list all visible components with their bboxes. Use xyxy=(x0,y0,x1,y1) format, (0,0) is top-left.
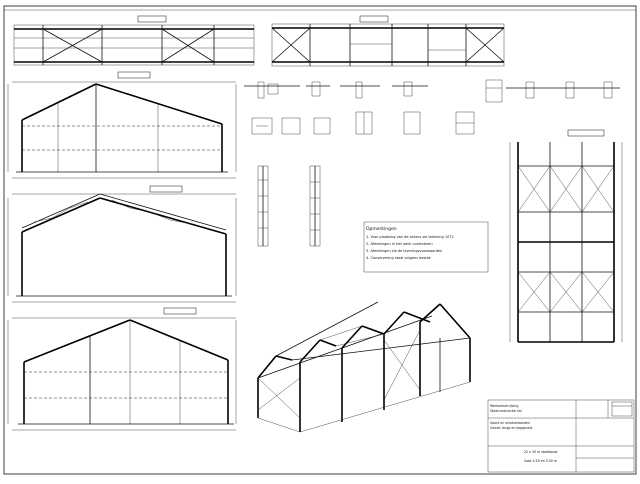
gable-frame-lower xyxy=(7,307,237,431)
title-block-row: 22 x 30 m staalbouw xyxy=(524,450,558,454)
notes-line: 3. Afmetingen zie de leveringsvoorwaarde… xyxy=(366,249,442,253)
title-block-row: Werkomschrijving xyxy=(490,404,518,408)
gable-frame-middle xyxy=(7,185,237,303)
sheet-border xyxy=(3,5,637,475)
title-block-row: Goot 4.50 en 5.50 m xyxy=(524,459,557,463)
column-details xyxy=(257,165,321,247)
title-block-row: Spant en windverbanden xyxy=(490,421,530,425)
title-block: Werkomschrijving Staalconstructie hal Sp… xyxy=(487,399,635,473)
notes-line: 2. Afmetingen in het werk controleren xyxy=(366,242,433,246)
notes-line: 4. Conservering staal volgens bestek xyxy=(366,256,432,260)
side-elevation-left xyxy=(13,15,255,66)
notes-heading: Opmerkingen xyxy=(366,226,397,232)
connection-details xyxy=(244,79,620,135)
title-block-row: Staalconstructie hal xyxy=(490,409,522,413)
title-block-row: Gevels langs en kopgevels xyxy=(490,426,533,430)
side-elevation-right xyxy=(271,15,505,67)
notes-line: 1. Voor plaatsing van de ankers zie teke… xyxy=(366,235,454,239)
notes-box: Opmerkingen 1. Voor plaatsing van de ank… xyxy=(363,221,489,273)
wall-bracing-elevation xyxy=(509,129,623,343)
isometric-3d-frame xyxy=(257,301,471,433)
gable-frame-upper xyxy=(7,71,237,179)
